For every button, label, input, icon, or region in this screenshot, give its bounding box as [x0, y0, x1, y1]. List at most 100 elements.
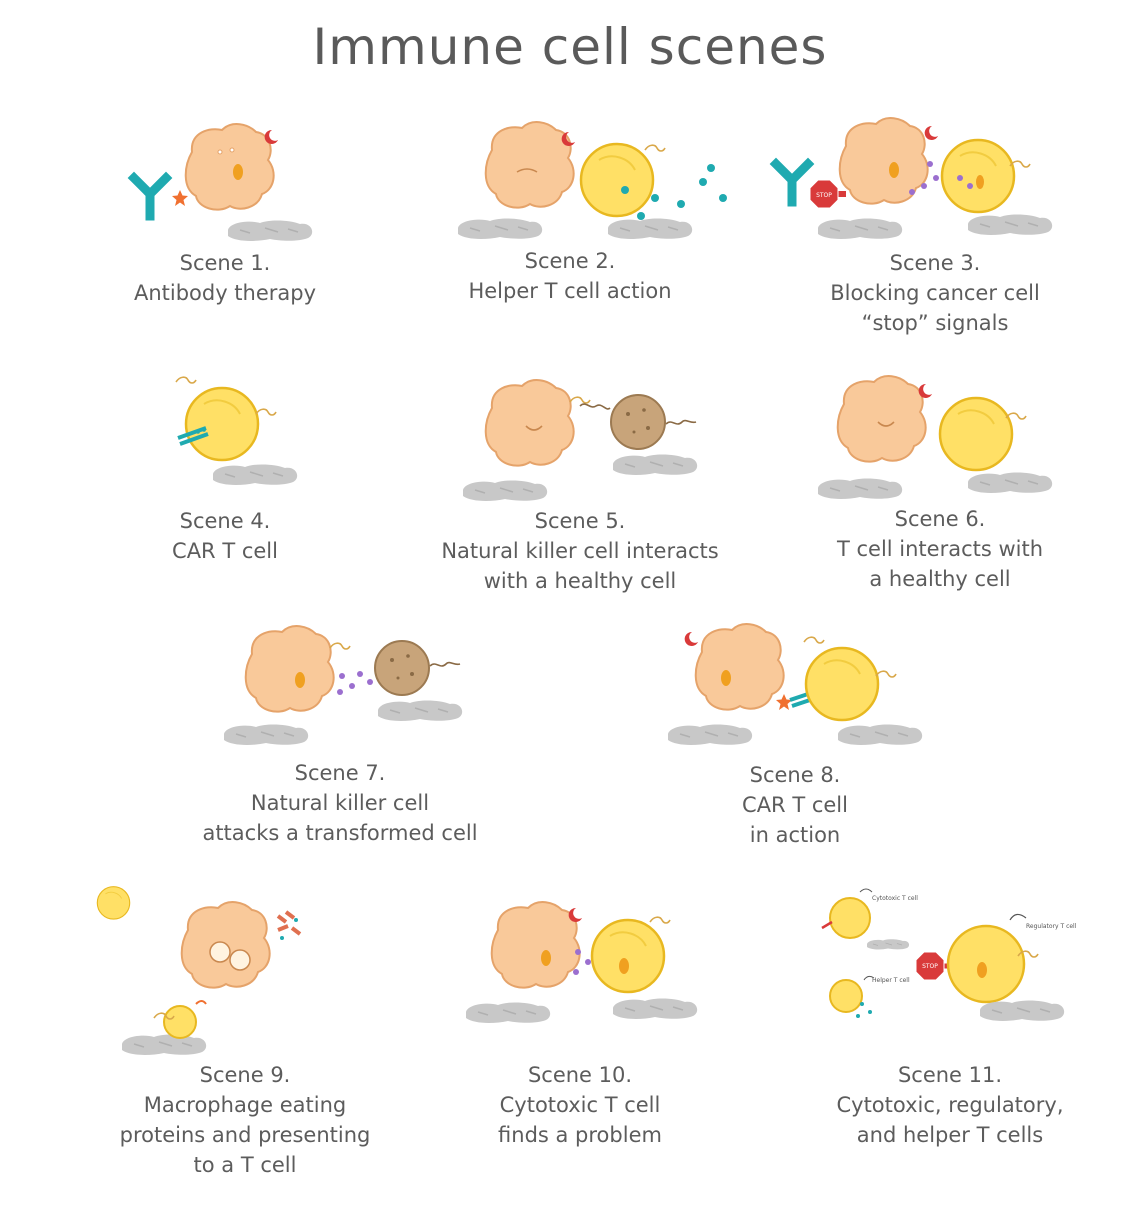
tissue-icon — [967, 471, 1053, 494]
tissue-icon — [667, 723, 753, 746]
scene-description: Blocking cancer cell — [830, 281, 1040, 305]
car-t-cell-icon — [804, 646, 880, 722]
scene-5: Scene 5. Natural killer cell interacts w… — [430, 379, 730, 600]
scene-7-caption: Scene 7. Natural killer cell attacks a t… — [190, 758, 490, 848]
scene-description: Natural killer cell interacts — [441, 539, 719, 563]
scene-7-illustration — [223, 625, 463, 746]
scene-5-caption: Scene 5. Natural killer cell interacts w… — [430, 506, 730, 596]
scene-9-illustration — [96, 886, 302, 1056]
tissue-icon — [223, 723, 309, 746]
t-cell-icon — [938, 396, 1014, 472]
scene-description: finds a problem — [498, 1123, 662, 1147]
scene-2-caption: Scene 2. Helper T cell action — [445, 246, 695, 306]
scene-description: Cytotoxic, regulatory, — [836, 1093, 1064, 1117]
scene-description: Cytotoxic T cell — [499, 1093, 661, 1117]
cytotoxic-label: Cytotoxic T cell — [872, 895, 918, 902]
scene-1-illustration — [110, 123, 313, 242]
cancer-cell-icon — [484, 121, 575, 209]
scene-heading: Scene 4. — [179, 509, 271, 533]
hair-icon — [649, 916, 671, 924]
scene-4-illustration — [175, 376, 298, 486]
tissue-icon — [377, 699, 463, 722]
scene-heading: Scene 10. — [527, 1063, 633, 1087]
scene-description: in action — [749, 823, 841, 847]
helper-t-cell-icon — [579, 142, 655, 218]
tissue-icon — [121, 1033, 207, 1056]
tissue-icon — [817, 477, 903, 500]
tissue-icon — [979, 999, 1065, 1022]
scene-5-illustration — [462, 379, 698, 502]
scene-description: with a healthy cell — [483, 569, 677, 593]
scene-description: CAR T cell — [742, 793, 848, 817]
scene-6: Scene 6. T cell interacts with a healthy… — [800, 375, 1080, 598]
scene-heading: Scene 1. — [179, 251, 271, 275]
scene-8-illustration — [667, 623, 923, 746]
scene-11: Cytotoxic T cell Helper T cell STOP Regu… — [810, 884, 1090, 1164]
page-title: Immune cell scenes — [312, 18, 828, 76]
scene-description: “stop” signals — [861, 311, 1009, 335]
natural-killer-cell-icon — [610, 394, 666, 450]
antigen-star-icon — [172, 190, 188, 206]
antigen-star-icon — [776, 694, 792, 710]
scene-6-illustration — [817, 375, 1053, 500]
scene-heading: Scene 8. — [749, 763, 841, 787]
scene-10-caption: Scene 10. Cytotoxic T cell finds a probl… — [450, 1060, 710, 1150]
scene-8-caption: Scene 8. CAR T cell in action — [650, 760, 940, 850]
hair-icon — [255, 408, 277, 416]
hair-icon — [329, 642, 351, 650]
scene-description: Natural killer cell — [250, 791, 430, 815]
scene-9: Scene 9. Macrophage eating proteins and … — [96, 886, 390, 1190]
scene-7: Scene 7. Natural killer cell attacks a t… — [190, 625, 490, 858]
healthy-cell-icon — [484, 379, 575, 467]
red-receptor-icon — [684, 631, 698, 646]
t-cell-icon — [96, 886, 131, 920]
scene-heading: Scene 11. — [897, 1063, 1003, 1087]
scene-9-caption: Scene 9. Macrophage eating proteins and … — [110, 1060, 380, 1180]
antibody-icon — [134, 178, 166, 216]
hair-icon — [803, 636, 825, 644]
scene-10: Scene 10. Cytotoxic T cell finds a probl… — [450, 900, 710, 1160]
regulatory-label: Regulatory T cell — [1026, 923, 1077, 930]
scene-10-illustration — [465, 901, 698, 1024]
tissue-icon — [817, 217, 903, 240]
tissue-icon — [837, 723, 923, 746]
car-t-cell-icon — [184, 386, 260, 462]
scene-description: and helper T cells — [856, 1123, 1044, 1147]
scene-description: to a T cell — [193, 1153, 297, 1177]
scene-heading: Scene 2. — [524, 249, 616, 273]
helper-label: Helper T cell — [872, 977, 910, 984]
scene-11-caption: Scene 11. Cytotoxic, regulatory, and hel… — [810, 1060, 1090, 1150]
scene-heading: Scene 6. — [894, 507, 986, 531]
scene-description: Antibody therapy — [133, 281, 317, 305]
tissue-icon — [212, 463, 298, 486]
hair-icon — [875, 670, 897, 678]
tissue-icon — [612, 453, 698, 476]
scene-description: attacks a transformed cell — [202, 821, 478, 845]
scene-3: STOP Scene 3. Blocking cancer cell “stop… — [760, 117, 1090, 340]
scene-4-caption: Scene 4. CAR T cell — [110, 506, 340, 566]
cytotoxic-t-cell-icon — [590, 918, 666, 994]
scene-4: Scene 4. CAR T cell — [110, 376, 340, 578]
scene-6-caption: Scene 6. T cell interacts with a healthy… — [800, 504, 1080, 594]
scene-heading: Scene 9. — [199, 1063, 291, 1087]
scene-11-illustration: Cytotoxic T cell Helper T cell STOP Regu… — [821, 888, 1077, 1022]
tissue-icon — [612, 997, 698, 1020]
hair-icon — [175, 376, 197, 384]
scene-1: Scene 1. Antibody therapy — [110, 120, 340, 320]
cancer-cell-icon — [694, 623, 785, 711]
scene-description: Helper T cell action — [468, 279, 672, 303]
tissue-icon — [457, 217, 543, 240]
tissue-icon — [967, 213, 1053, 236]
scene-heading: Scene 5. — [534, 509, 626, 533]
scene-description: Macrophage eating — [143, 1093, 347, 1117]
stop-sign-label: STOP — [816, 192, 832, 199]
cancer-cell-icon — [184, 123, 275, 211]
hair-icon — [569, 396, 591, 404]
scene-8: Scene 8. CAR T cell in action — [650, 623, 940, 858]
healthy-cell-icon — [836, 375, 927, 463]
cancer-cell-icon — [490, 901, 581, 989]
antibody-icon — [776, 164, 808, 202]
tissue-icon — [465, 1001, 551, 1024]
tissue-icon — [462, 479, 548, 502]
scene-description: proteins and presenting — [119, 1123, 371, 1147]
